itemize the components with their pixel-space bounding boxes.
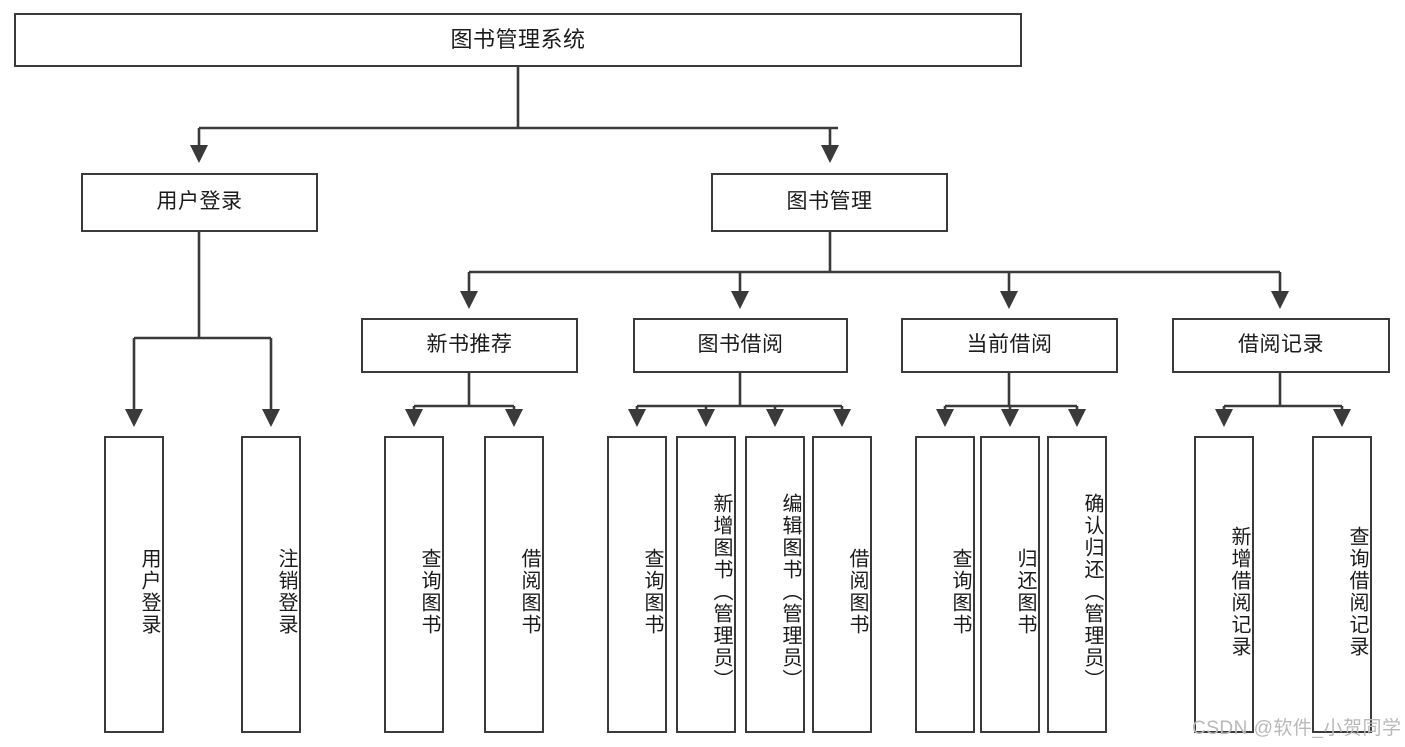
leaf-logout[interactable]: 注销登录 xyxy=(241,436,301,733)
node-root[interactable]: 图书管理系统 xyxy=(14,13,1022,67)
leaf-label: 查询借阅记录 xyxy=(1346,525,1368,658)
leaf-label: 查询图书 xyxy=(949,547,971,636)
leaf-add-borrow-record[interactable]: 新增借阅记录 xyxy=(1194,436,1254,733)
leaf-label: 用户登录 xyxy=(138,547,160,636)
leaf-label: 新增借阅记录 xyxy=(1228,525,1250,658)
leaf-label: 查询图书 xyxy=(641,547,663,636)
leaf-confirm-return[interactable]: 确认归还（管理员） xyxy=(1047,436,1107,733)
node-current-borrow[interactable]: 当前借阅 xyxy=(901,318,1118,373)
leaf-label: 归还图书 xyxy=(1014,547,1036,636)
leaf-label: 查询图书 xyxy=(418,547,440,636)
leaf-query-book-borrow[interactable]: 查询图书 xyxy=(607,436,667,733)
node-book-manage[interactable]: 图书管理 xyxy=(711,173,948,232)
leaf-label: 借阅图书 xyxy=(846,547,868,636)
leaf-query-book-current[interactable]: 查询图书 xyxy=(915,436,975,733)
node-borrow-record[interactable]: 借阅记录 xyxy=(1172,318,1390,373)
leaf-label: 确认归还（管理员） xyxy=(1081,492,1103,691)
csdn-watermark: CSDN @软件_小贺同学 xyxy=(1192,718,1402,739)
leaf-return-book[interactable]: 归还图书 xyxy=(980,436,1040,733)
leaf-edit-book[interactable]: 编辑图书（管理员） xyxy=(745,436,805,733)
leaf-label: 新增图书（管理员） xyxy=(710,492,732,691)
leaf-borrow-book-recommend[interactable]: 借阅图书 xyxy=(484,436,544,733)
leaf-label: 注销登录 xyxy=(275,547,297,636)
leaf-query-book-recommend[interactable]: 查询图书 xyxy=(384,436,444,733)
leaf-label: 借阅图书 xyxy=(518,547,540,636)
leaf-query-borrow-record[interactable]: 查询借阅记录 xyxy=(1312,436,1372,733)
node-user-login[interactable]: 用户登录 xyxy=(81,173,318,232)
node-new-book-recommend[interactable]: 新书推荐 xyxy=(361,318,578,373)
leaf-add-book[interactable]: 新增图书（管理员） xyxy=(676,436,736,733)
node-book-borrow[interactable]: 图书借阅 xyxy=(633,318,848,373)
leaf-borrow-book[interactable]: 借阅图书 xyxy=(812,436,872,733)
leaf-label: 编辑图书（管理员） xyxy=(779,492,801,691)
leaf-user-login[interactable]: 用户登录 xyxy=(104,436,164,733)
